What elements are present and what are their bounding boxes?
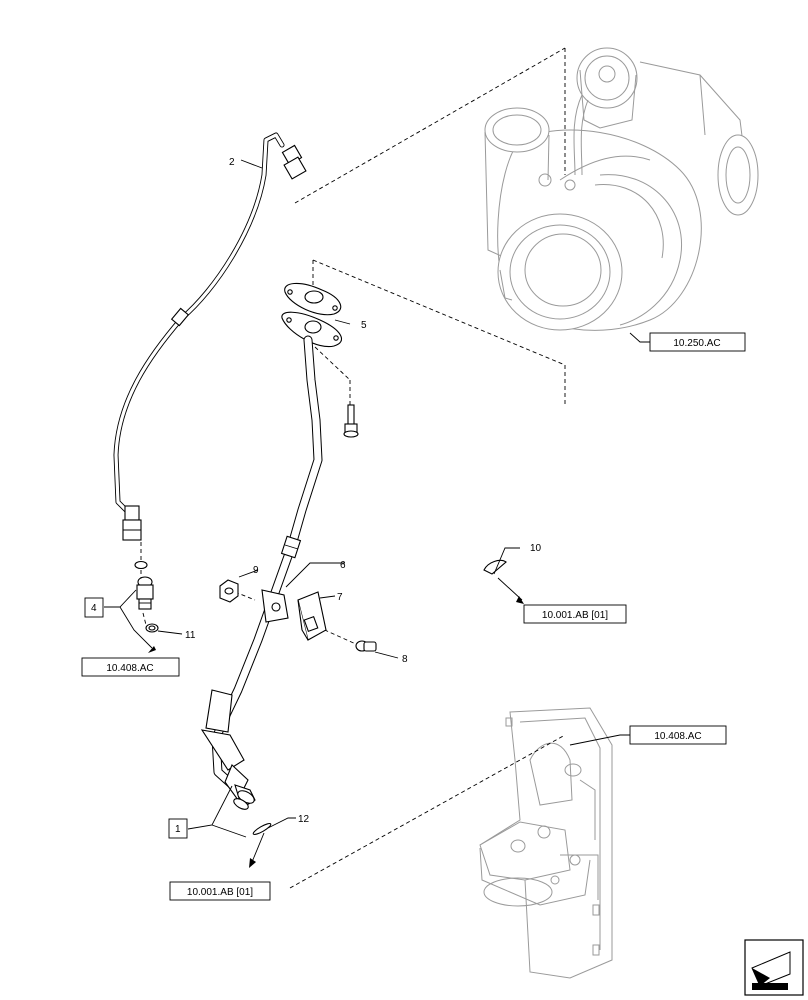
callout-6[interactable]: 6 [340, 560, 346, 571]
callout-box-4[interactable]: 4 [84, 597, 104, 618]
callout-9[interactable]: 9 [253, 565, 259, 576]
callout-12[interactable]: 12 [298, 814, 310, 825]
previous-page-arrow-icon[interactable] [744, 939, 804, 996]
callout-1[interactable]: 1 [175, 824, 181, 835]
part-2-oil-feed-hose [113, 132, 307, 541]
callout-7[interactable]: 7 [337, 592, 343, 603]
reference-turbo-label[interactable]: 10.250.AC [673, 338, 720, 349]
reference-box-upper[interactable]: 10.001.AB [01] [523, 604, 627, 624]
part-4-adapter-fitting [134, 560, 154, 610]
callout-10[interactable]: 10 [530, 543, 542, 554]
callout-8[interactable]: 8 [402, 654, 408, 665]
part-7-bracket [297, 591, 327, 641]
reference-block-label[interactable]: 10.408.AC [654, 731, 701, 742]
part-5-gasket [284, 282, 342, 316]
engine-block-illustration [479, 707, 613, 979]
callout-4[interactable]: 4 [91, 603, 97, 614]
reference-box-bottom[interactable]: 10.001.AB [01] [169, 881, 271, 901]
assembly-lines [140, 47, 566, 889]
callout-numbers: 2 5 6 7 8 9 10 11 12 [185, 157, 542, 825]
reference-box-turbo[interactable]: 10.250.AC [649, 332, 746, 352]
reference-left-label[interactable]: 10.408.AC [106, 663, 153, 674]
part-9-nut [219, 579, 239, 603]
callout-5[interactable]: 5 [361, 320, 367, 331]
flange-bolt [343, 404, 359, 438]
part-1-oil-drain-pipe [200, 311, 343, 810]
part-8-bolt [355, 640, 377, 652]
callout-2[interactable]: 2 [229, 157, 235, 168]
reference-box-block[interactable]: 10.408.AC [629, 725, 727, 745]
callout-11[interactable]: 11 [185, 630, 196, 641]
part-12-o-ring [252, 823, 272, 835]
turbocharger-illustration [484, 47, 759, 331]
part-6-clamp [261, 589, 289, 623]
callout-box-1[interactable]: 1 [168, 818, 188, 839]
reference-box-left[interactable]: 10.408.AC [81, 657, 180, 677]
reference-upper-label[interactable]: 10.001.AB [01] [542, 610, 608, 621]
part-11-sealing-washer [145, 623, 159, 633]
callout-leaders [104, 159, 650, 868]
part-10-plug [483, 559, 507, 575]
reference-bottom-label[interactable]: 10.001.AB [01] [187, 887, 253, 898]
